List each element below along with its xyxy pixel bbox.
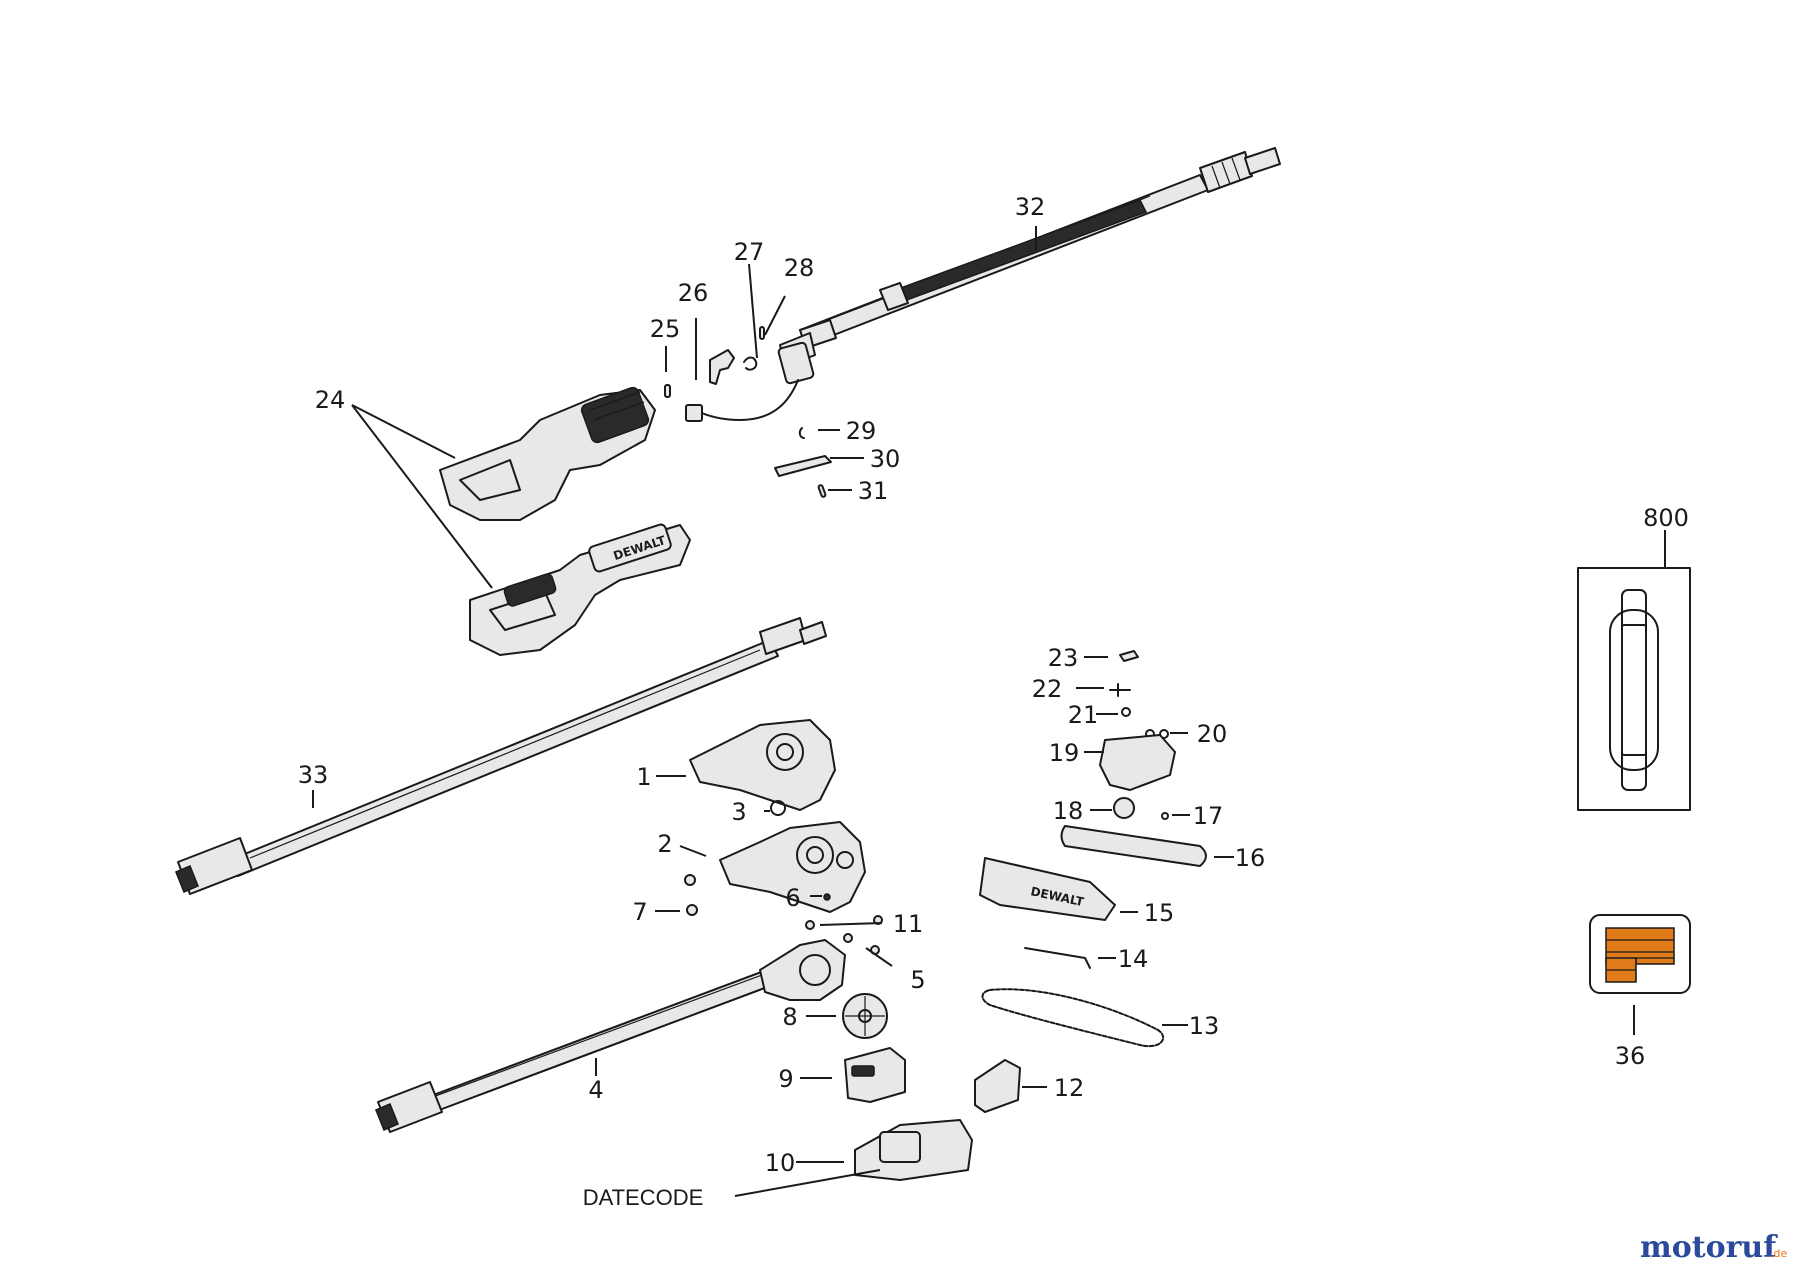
callout-25: 25 [650, 315, 681, 343]
callout-7: 7 [632, 898, 647, 926]
callout-19: 19 [1049, 739, 1080, 767]
part-24-handle-halves: DEWALT [439, 386, 691, 656]
callout-6: 6 [785, 884, 800, 912]
parts-1-2-gear-housings [689, 719, 866, 913]
callout-13: 13 [1189, 1012, 1220, 1040]
callout-2: 2 [657, 830, 672, 858]
callout-24: 24 [315, 386, 346, 414]
callout-11: 11 [893, 910, 924, 938]
callout-1: 1 [636, 763, 651, 791]
callout-800: 800 [1643, 504, 1689, 532]
callout-32: 32 [1015, 193, 1046, 221]
callout-8: 8 [782, 1003, 797, 1031]
callout-23: 23 [1048, 644, 1079, 672]
part-4-lower-pole [375, 964, 787, 1133]
part-800-box [1577, 567, 1691, 811]
leader-lines [312, 226, 1666, 1197]
part-36-battery-indicator [1589, 914, 1691, 994]
callout-3: 3 [731, 798, 746, 826]
small-parts-29-31 [774, 427, 832, 498]
callout-30: 30 [870, 445, 901, 473]
callout-27: 27 [734, 238, 765, 266]
part-33-long-pole [175, 617, 827, 895]
callout-26: 26 [678, 279, 709, 307]
watermark-suffix: .de [1770, 1247, 1787, 1260]
watermark-name: motoruf [1640, 1230, 1778, 1265]
callout-31: 31 [858, 477, 889, 505]
callout-10: 10 [765, 1149, 796, 1177]
callout-21: 21 [1068, 701, 1099, 729]
callout-29: 29 [846, 417, 877, 445]
callout-4: 4 [588, 1076, 603, 1104]
callout-28: 28 [784, 254, 815, 282]
callout-9: 9 [778, 1065, 793, 1093]
callout-36: 36 [1615, 1042, 1646, 1070]
parts-8-12-motor-body [759, 939, 1021, 1181]
callout-labels: 32 27 28 26 25 24 29 30 31 800 23 22 21 … [298, 193, 1689, 1210]
callout-12: 12 [1054, 1074, 1085, 1102]
callout-15: 15 [1144, 899, 1175, 927]
callout-22: 22 [1032, 675, 1063, 703]
callout-18: 18 [1053, 797, 1084, 825]
chain-and-bar-parts: DEWALT [979, 650, 1207, 1048]
switch-assembly [664, 326, 815, 422]
watermark-logo: motoruf .de [1640, 1230, 1787, 1265]
callout-17: 17 [1193, 802, 1224, 830]
callout-20: 20 [1197, 720, 1228, 748]
part-32-upper-pole [779, 147, 1281, 368]
datecode-label: DATECODE [583, 1185, 704, 1210]
callout-16: 16 [1235, 844, 1266, 872]
callout-33: 33 [298, 761, 329, 789]
callout-14: 14 [1118, 945, 1149, 973]
callout-5: 5 [910, 966, 925, 994]
